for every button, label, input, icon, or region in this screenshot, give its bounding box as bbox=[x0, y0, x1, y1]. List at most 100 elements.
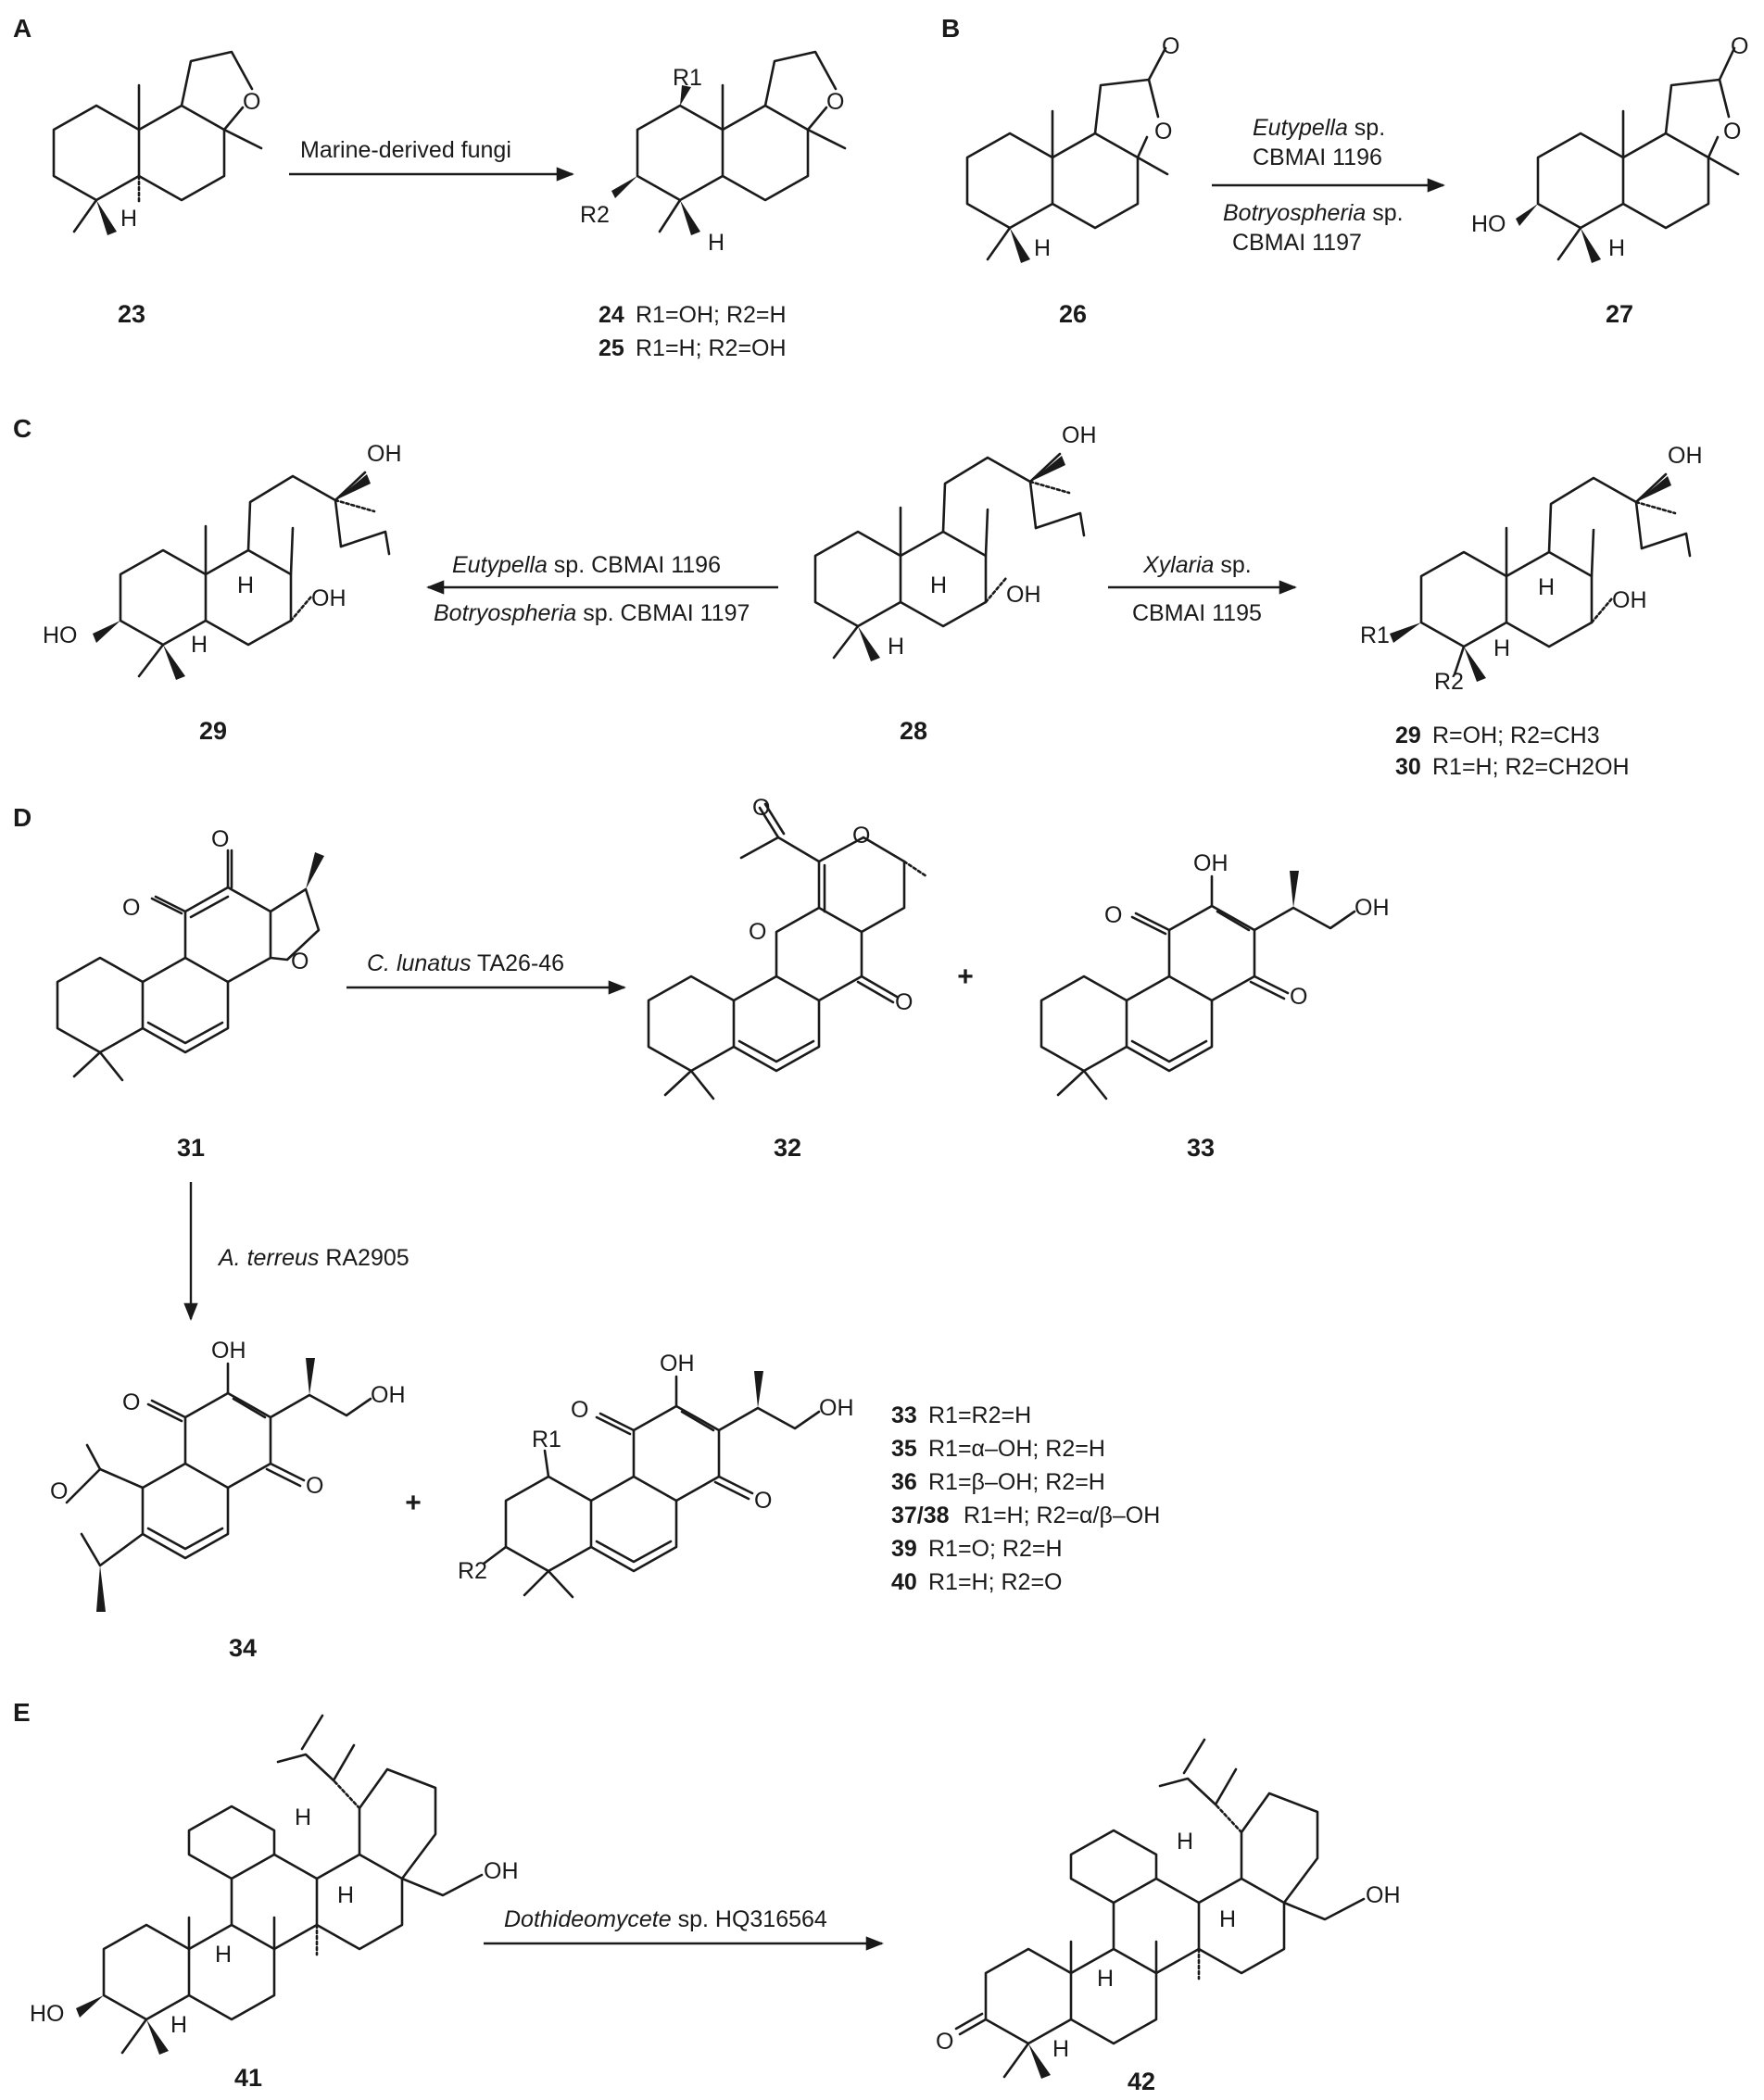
atom-o: O bbox=[752, 795, 770, 821]
compound-35-40-structure: R1 R2 O OH O OH bbox=[458, 1351, 854, 1599]
compound-label-37-38: 37/38 bbox=[891, 1503, 950, 1528]
atom-oh: OH bbox=[484, 1858, 519, 1884]
atom-o: O bbox=[754, 1488, 772, 1514]
atom-oh: OH bbox=[311, 585, 346, 611]
atom-o: O bbox=[243, 89, 260, 115]
substituents-36: R1=β–OH; R2=H bbox=[928, 1469, 1105, 1495]
atom-h: H bbox=[170, 2012, 187, 2038]
atom-oh: OH bbox=[367, 441, 402, 467]
compound-label-29-right: 29 bbox=[1395, 723, 1421, 748]
atom-oh: OH bbox=[1006, 582, 1041, 608]
atom-h: H bbox=[708, 230, 724, 256]
atom-o: O bbox=[1290, 984, 1307, 1010]
arrow-label-b-top: Eutypella sp. bbox=[1253, 115, 1385, 141]
arrow-label-b-bottom: Botryospheria sp. bbox=[1223, 200, 1404, 226]
compound-33-structure: O OH O OH bbox=[1040, 850, 1390, 1100]
atom-o: O bbox=[1154, 119, 1172, 145]
compound-24-25-structure: R1 R2 O H bbox=[580, 50, 847, 256]
panel-letter-e: E bbox=[13, 1698, 31, 1727]
compound-42-structure: OH O H H H H bbox=[936, 1738, 1401, 2079]
compound-label-24: 24 bbox=[598, 302, 624, 328]
atom-oh: OH bbox=[1366, 1882, 1401, 1908]
compound-label-26: 26 bbox=[1059, 300, 1087, 328]
atom-h: H bbox=[1034, 235, 1051, 261]
arrow-label-a: Marine-derived fungi bbox=[300, 137, 511, 163]
compound-label-42: 42 bbox=[1128, 2068, 1155, 2095]
compound-label-33: 33 bbox=[891, 1402, 917, 1428]
compound-label-30: 30 bbox=[1395, 754, 1421, 780]
arrow-label-d-down: A. terreus RA2905 bbox=[217, 1245, 410, 1271]
atom-h: H bbox=[1177, 1829, 1193, 1855]
substituents-40: R1=H; R2=O bbox=[928, 1569, 1063, 1595]
atom-o: O bbox=[1731, 33, 1748, 59]
atom-h: H bbox=[1219, 1906, 1236, 1932]
atom-o: O bbox=[291, 949, 309, 975]
atom-r1: R1 bbox=[673, 65, 702, 91]
atom-r2: R2 bbox=[458, 1558, 487, 1584]
atom-h: H bbox=[1097, 1966, 1114, 1992]
panel-letter-a: A bbox=[13, 14, 32, 43]
panel-letter-d: D bbox=[13, 803, 32, 832]
compound-28-structure: OH OH H H bbox=[813, 422, 1097, 661]
compound-23-structure: O H bbox=[52, 50, 263, 235]
atom-h: H bbox=[930, 572, 947, 598]
plus-sign: + bbox=[957, 962, 974, 992]
substituents-29: R=OH; R2=CH3 bbox=[1432, 723, 1600, 748]
compound-41-structure: OH HO H H H H bbox=[30, 1714, 519, 2055]
atom-r1: R1 bbox=[532, 1427, 561, 1452]
compound-label-40: 40 bbox=[891, 1569, 917, 1595]
substituent-list-d: 33 R1=R2=H 35 R1=α–OH; R2=H 36 R1=β–OH; … bbox=[891, 1402, 1160, 1595]
substituents-39: R1=O; R2=H bbox=[928, 1536, 1063, 1562]
atom-oh: OH bbox=[1062, 422, 1097, 448]
compound-label-31: 31 bbox=[177, 1134, 205, 1162]
compound-29-structure: OH OH HO H H bbox=[43, 441, 402, 680]
substituents-37-38: R1=H; R2=α/β–OH bbox=[964, 1503, 1160, 1528]
arrow-label-c-left-top: Eutypella sp. CBMAI 1196 bbox=[452, 552, 721, 578]
panel-letter-b: B bbox=[941, 14, 960, 43]
compound-label-34: 34 bbox=[229, 1634, 257, 1662]
atom-o: O bbox=[749, 919, 766, 945]
atom-o: O bbox=[306, 1473, 323, 1499]
compound-29-30-structure: OH OH R1 R2 H H bbox=[1360, 443, 1703, 695]
compound-label-25: 25 bbox=[598, 335, 624, 361]
atom-h: H bbox=[1538, 574, 1555, 600]
atom-o: O bbox=[1162, 33, 1179, 59]
plus-sign: + bbox=[405, 1488, 422, 1518]
atom-oh: OH bbox=[1193, 850, 1228, 876]
atom-oh: OH bbox=[660, 1351, 695, 1377]
atom-o: O bbox=[50, 1478, 68, 1504]
atom-h: H bbox=[1493, 635, 1510, 661]
compound-label-27: 27 bbox=[1606, 300, 1633, 328]
atom-oh: OH bbox=[371, 1382, 406, 1408]
compound-label-41: 41 bbox=[234, 2064, 262, 2092]
arrow-label-b-top-strain: CBMAI 1196 bbox=[1253, 145, 1382, 170]
compound-label-39: 39 bbox=[891, 1536, 917, 1562]
atom-oh: OH bbox=[819, 1395, 854, 1421]
atom-h: H bbox=[888, 634, 904, 660]
compound-34-structure: O O OH O OH bbox=[50, 1338, 406, 1612]
atom-o: O bbox=[122, 895, 140, 921]
atom-oh: OH bbox=[211, 1338, 246, 1364]
atom-o: O bbox=[826, 89, 844, 115]
compound-label-28: 28 bbox=[900, 717, 927, 745]
panel-letter-c: C bbox=[13, 414, 32, 443]
substituents-30: R1=H; R2=CH2OH bbox=[1432, 754, 1630, 780]
atom-ho: HO bbox=[43, 622, 78, 648]
atom-h: H bbox=[191, 632, 208, 658]
atom-ho: HO bbox=[1471, 211, 1506, 237]
atom-h: H bbox=[120, 206, 137, 232]
compound-label-29-left: 29 bbox=[199, 717, 227, 745]
substituents-33: R1=R2=H bbox=[928, 1402, 1031, 1428]
atom-o: O bbox=[1723, 119, 1741, 145]
atom-oh: OH bbox=[1354, 895, 1390, 921]
atom-r2: R2 bbox=[580, 202, 610, 228]
substituents-24: R1=OH; R2=H bbox=[636, 302, 787, 328]
substituents-35: R1=α–OH; R2=H bbox=[928, 1436, 1105, 1462]
compound-label-33: 33 bbox=[1187, 1134, 1215, 1162]
arrow-label-c-right-bottom: CBMAI 1195 bbox=[1132, 600, 1262, 626]
atom-o: O bbox=[852, 823, 870, 849]
atom-h: H bbox=[1608, 235, 1625, 261]
atom-h: H bbox=[295, 1804, 311, 1830]
compound-label-35: 35 bbox=[891, 1436, 917, 1462]
